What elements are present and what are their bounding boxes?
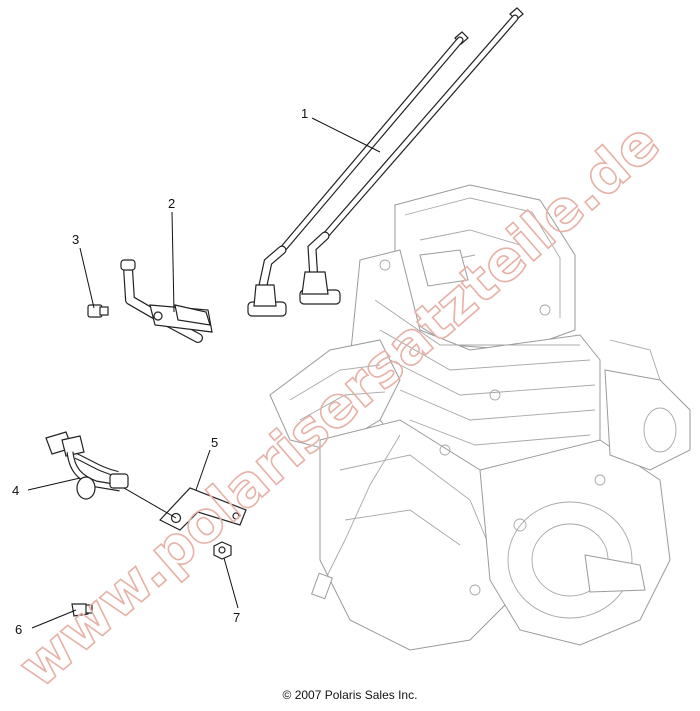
callout-1: 1: [301, 106, 308, 121]
engine-assembly: [269, 184, 691, 651]
copyright-notice: © 2007 Polaris Sales Inc.: [282, 688, 418, 702]
callout-2: 2: [168, 196, 175, 211]
part-7-nut: [213, 541, 232, 560]
callout-4: 4: [12, 483, 19, 498]
part-3-bolt: [87, 304, 109, 318]
callout-3: 3: [72, 232, 79, 247]
callout-5: 5: [211, 435, 218, 450]
part-6-screw: [71, 603, 93, 617]
callout-7: 7: [233, 610, 240, 625]
callout-6: 6: [15, 622, 22, 637]
leader-lines: [27, 117, 381, 629]
part-1-spark-plug-wires: [247, 7, 524, 317]
callout-labels: 1 2 3 4 5 6 7: [12, 106, 308, 637]
part-4-wire-harness: [45, 431, 129, 500]
part-2-fuel-rail: [120, 259, 213, 343]
